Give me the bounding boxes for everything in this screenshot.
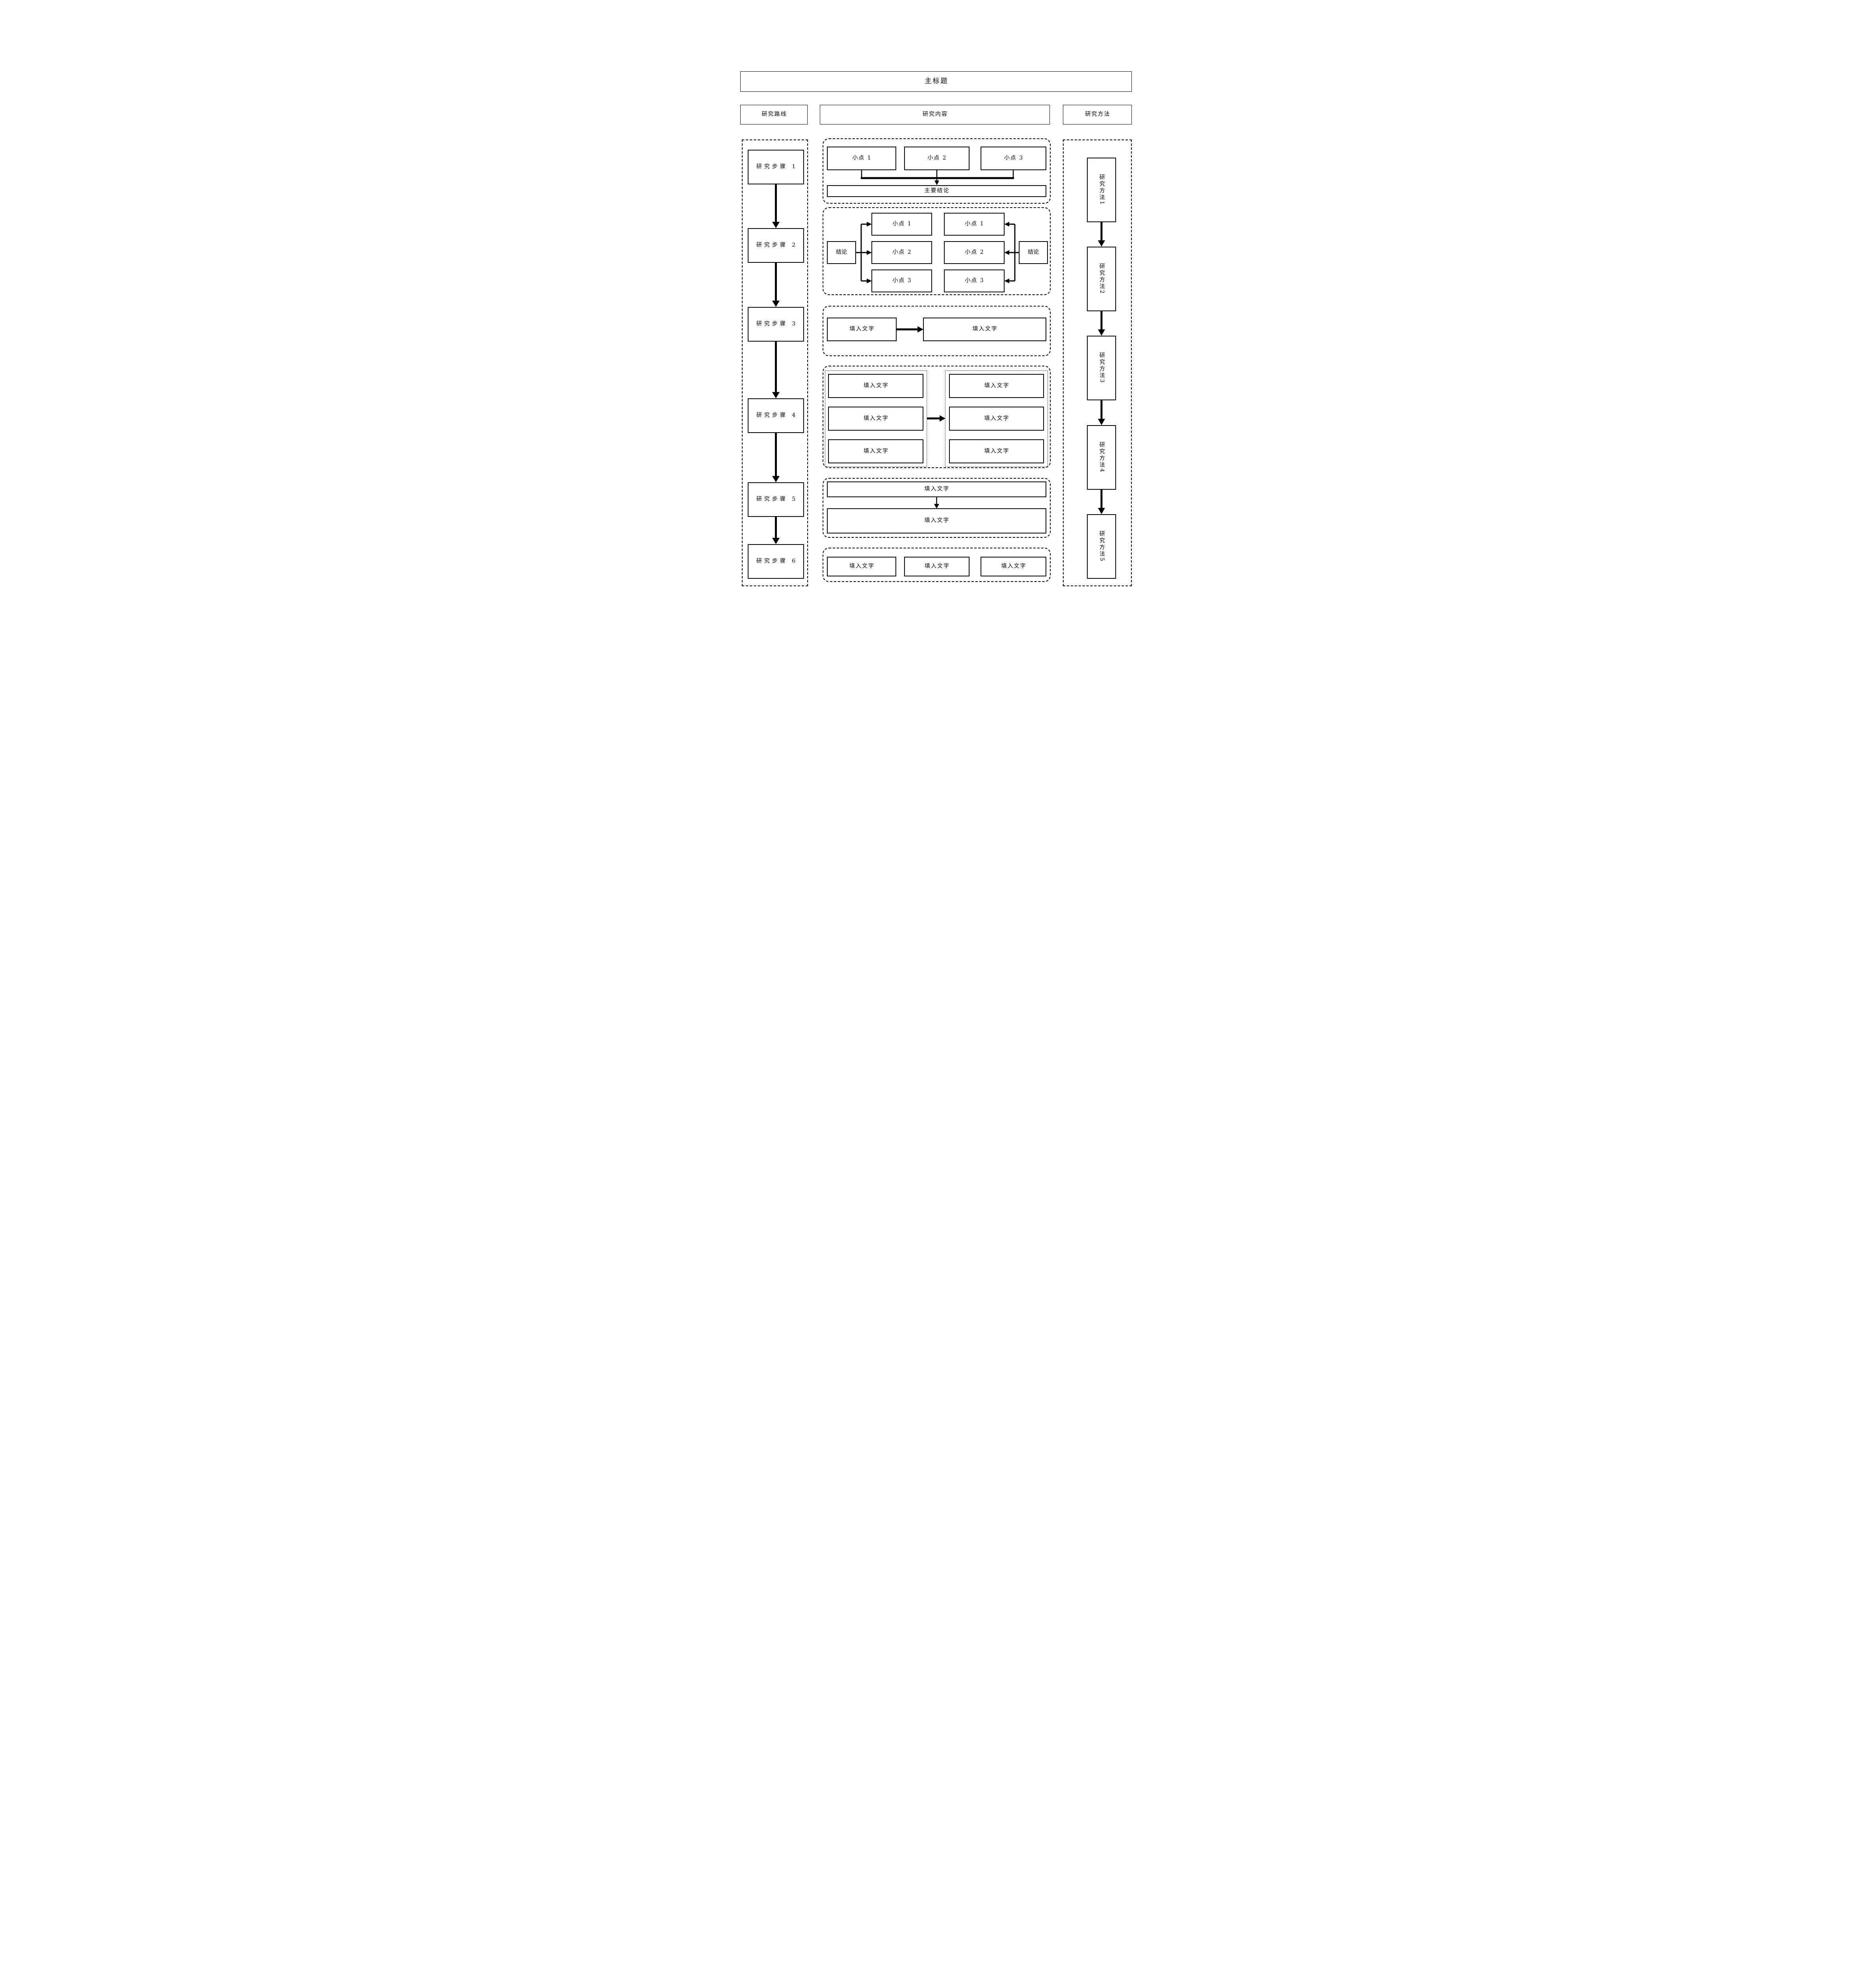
g6-item-3-box: 填入文字 xyxy=(981,557,1046,576)
technical-route-diagram: 主标题 研究路线 研究内容 研究方法 研究步骤 1 研究步骤 2 研究步骤 3 … xyxy=(704,0,1172,663)
route-step-6-box: 研究步骤 6 xyxy=(748,544,804,579)
g5-bottom-box: 填入文字 xyxy=(827,508,1046,533)
connector-layer xyxy=(772,170,1105,544)
arrowhead xyxy=(934,180,939,185)
g5-top-box: 填入文字 xyxy=(827,481,1046,497)
arrowhead xyxy=(772,476,780,482)
content-group-2 xyxy=(823,207,1051,295)
g3-to-box: 填入文字 xyxy=(923,318,1046,341)
g2-right-point-1-box: 小点 1 xyxy=(944,213,1005,236)
g1-main-conclusion-box: 主要结论 xyxy=(827,185,1046,197)
arrowhead xyxy=(934,504,939,509)
arrowhead xyxy=(867,279,872,283)
arrowhead xyxy=(1098,329,1105,336)
header-research-method: 研究方法 xyxy=(1063,105,1132,125)
content-group-6 xyxy=(823,548,1051,582)
method-5-box: 研究方法5 xyxy=(1087,514,1116,579)
g2-right-point-3-box: 小点 3 xyxy=(944,269,1005,292)
arrowhead xyxy=(1004,222,1009,227)
arrowhead xyxy=(867,222,872,227)
arrowhead xyxy=(1004,250,1009,255)
g6-item-2-box: 填入文字 xyxy=(904,557,970,576)
arrowhead xyxy=(1098,508,1105,514)
g2-left-point-2-box: 小点 2 xyxy=(871,241,932,264)
arrowhead xyxy=(1098,419,1105,425)
route-step-4-box: 研究步骤 4 xyxy=(748,398,804,433)
g6-item-1-box: 填入文字 xyxy=(827,557,896,576)
g1-point-3-box: 小点 3 xyxy=(981,147,1046,170)
route-container xyxy=(742,139,808,586)
method-1-box: 研究方法1 xyxy=(1087,158,1116,222)
g1-point-1-box: 小点 1 xyxy=(827,147,896,170)
method-2-box: 研究方法2 xyxy=(1087,247,1116,311)
content-group-4 xyxy=(823,366,1051,468)
g2-left-point-3-box: 小点 3 xyxy=(871,269,932,292)
route-step-3-box: 研究步骤 3 xyxy=(748,307,804,342)
arrowhead xyxy=(940,415,945,422)
content-group-5 xyxy=(823,478,1051,538)
arrowhead xyxy=(918,326,923,333)
g4-left-stack xyxy=(825,370,927,467)
content-group-1 xyxy=(823,138,1051,204)
g2-right-point-2-box: 小点 2 xyxy=(944,241,1005,264)
arrowhead xyxy=(867,250,872,255)
header-research-content: 研究内容 xyxy=(820,105,1050,125)
route-step-5-box: 研究步骤 5 xyxy=(748,482,804,517)
g4-right-item-1-box: 填入文字 xyxy=(949,374,1044,398)
arrowhead xyxy=(772,538,780,544)
arrowhead xyxy=(772,392,780,398)
arrowhead xyxy=(1098,240,1105,247)
g2-left-conclusion-box: 结论 xyxy=(827,241,856,264)
g2-right-conclusion-box: 结论 xyxy=(1019,241,1048,264)
g4-right-stack xyxy=(945,370,1048,467)
header-research-route: 研究路线 xyxy=(740,105,808,125)
g3-from-box: 填入文字 xyxy=(827,318,897,341)
g2-left-point-1-box: 小点 1 xyxy=(871,213,932,236)
content-group-3 xyxy=(823,306,1051,356)
arrowhead xyxy=(772,301,780,307)
g1-point-2-box: 小点 2 xyxy=(904,147,970,170)
g4-left-item-2-box: 填入文字 xyxy=(828,407,923,431)
method-container xyxy=(1063,139,1132,586)
g4-right-item-2-box: 填入文字 xyxy=(949,407,1044,431)
method-4-box: 研究方法4 xyxy=(1087,425,1116,490)
route-step-1-box: 研究步骤 1 xyxy=(748,150,804,184)
arrowhead xyxy=(1004,279,1009,283)
g4-right-item-3-box: 填入文字 xyxy=(949,439,1044,463)
g4-left-item-3-box: 填入文字 xyxy=(828,439,923,463)
g4-left-item-1-box: 填入文字 xyxy=(828,374,923,398)
arrowhead xyxy=(772,222,780,228)
main-title: 主标题 xyxy=(740,71,1132,92)
route-step-2-box: 研究步骤 2 xyxy=(748,228,804,263)
method-3-box: 研究方法3 xyxy=(1087,336,1116,400)
